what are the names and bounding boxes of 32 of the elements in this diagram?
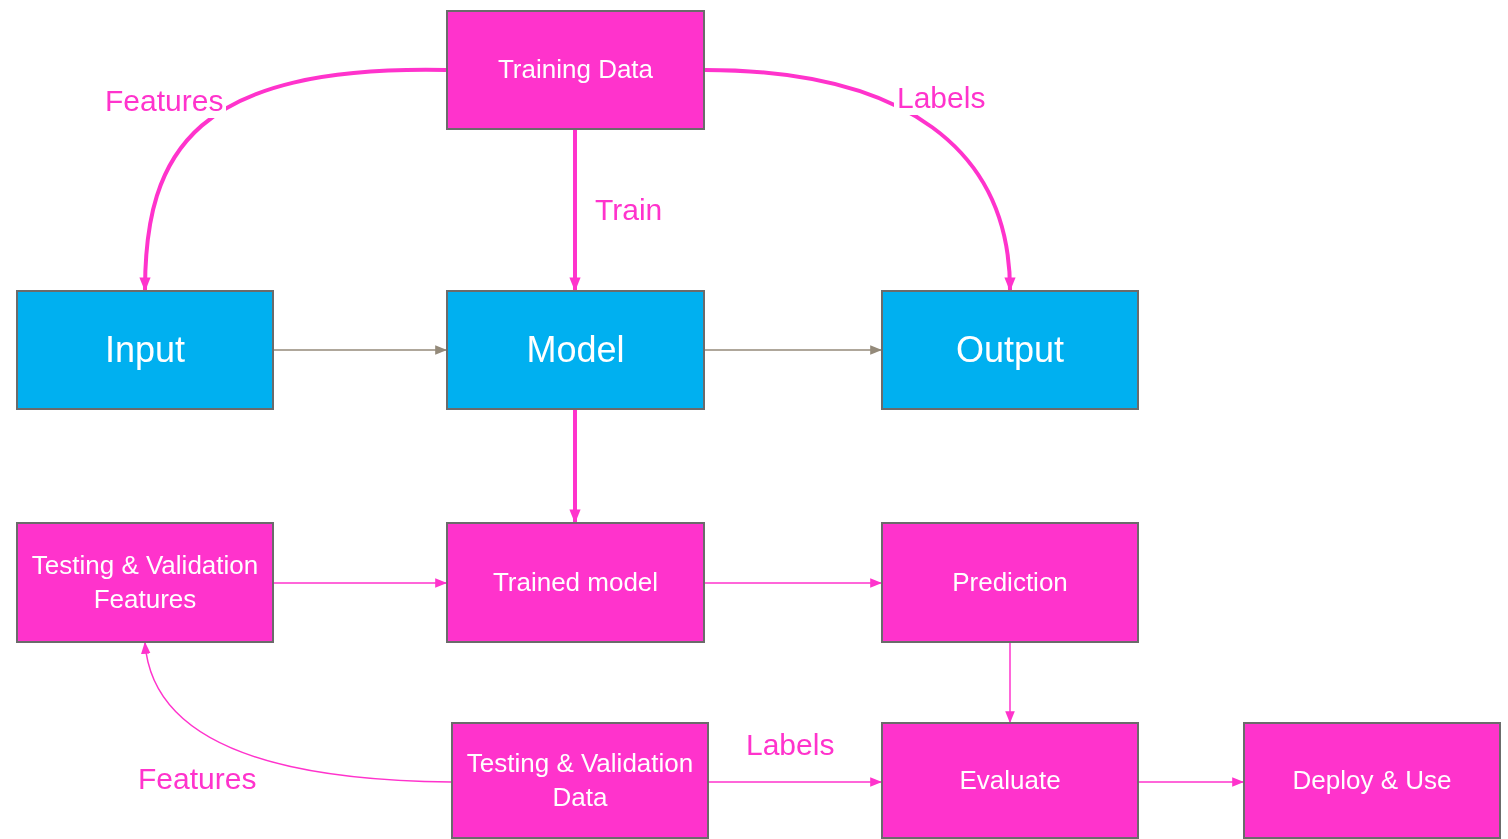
process-box <box>446 290 705 410</box>
arrow <box>569 410 581 524</box>
arrow <box>569 130 581 292</box>
process-box <box>881 522 1139 643</box>
box-label: Testing & Validation Data <box>465 746 695 814</box>
arrow <box>273 578 448 588</box>
arrow <box>704 578 883 588</box>
process-box <box>881 722 1139 839</box>
box-label: Training Data <box>496 53 655 87</box>
box-label: Model <box>525 327 626 372</box>
box-label: Output <box>954 327 1066 372</box>
process-box <box>16 290 274 410</box>
process-box <box>16 522 274 643</box>
process-box <box>1243 722 1501 839</box>
arrow <box>708 777 883 787</box>
box-label: Input <box>103 327 187 372</box>
process-box <box>446 522 705 643</box>
box-label: Evaluate <box>958 763 1062 797</box>
process-box <box>451 722 709 839</box>
arrow <box>141 641 452 783</box>
box-label: Prediction <box>951 565 1069 599</box>
arrow <box>273 345 448 355</box>
arrow <box>704 345 883 355</box>
arrow <box>704 68 1015 292</box>
process-box <box>881 290 1139 410</box>
box-label: Trained model <box>491 565 660 599</box>
box-label: Deploy & Use <box>1291 763 1453 797</box>
box-label: Testing & Validation Features <box>30 548 260 616</box>
arrow <box>1005 642 1015 724</box>
arrow <box>139 68 447 292</box>
arrow <box>1138 777 1245 787</box>
process-box <box>446 10 705 130</box>
